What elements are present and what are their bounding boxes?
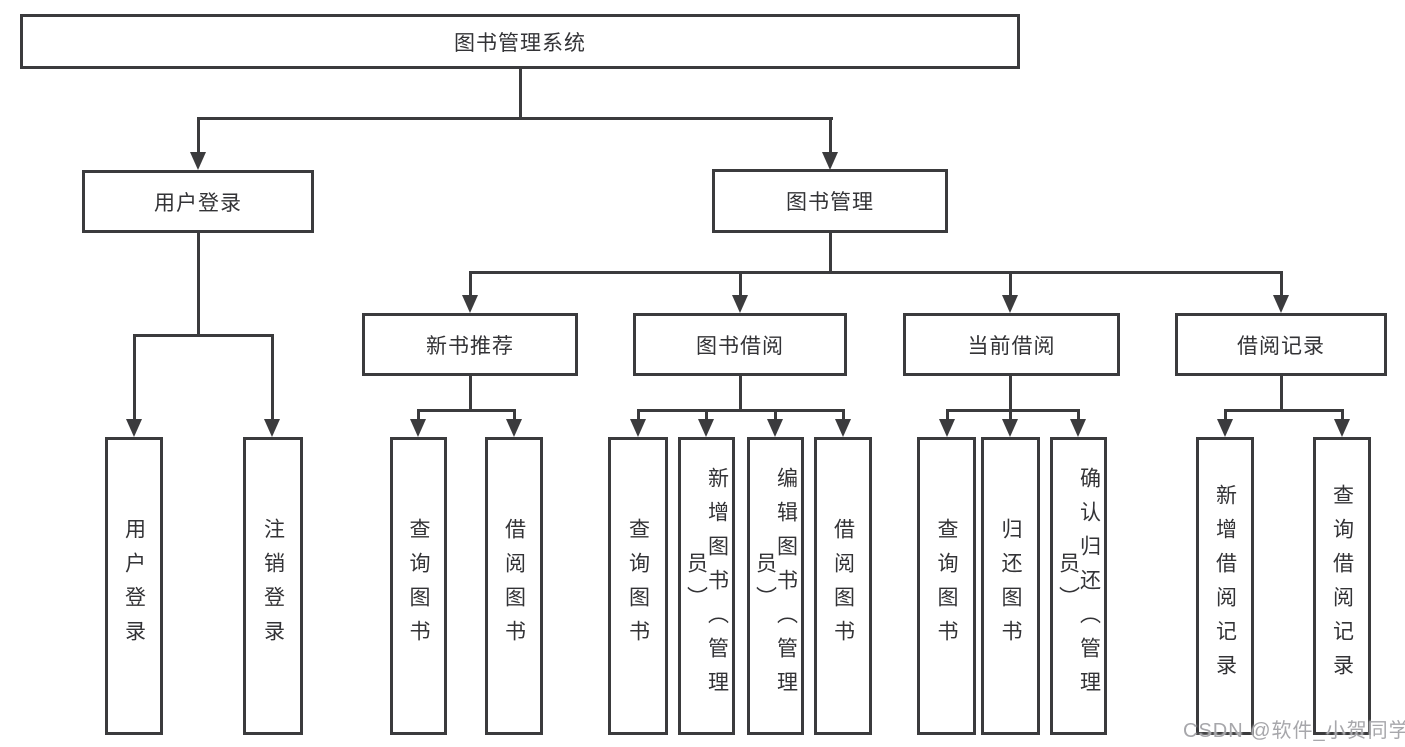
connector-records-stem	[1280, 376, 1283, 412]
arrow-down-icon	[506, 419, 522, 437]
arrow-down-icon	[732, 295, 748, 313]
leaf-borrow-books-borrowing: 借阅图书	[814, 437, 872, 735]
arrow-down-icon	[264, 419, 280, 437]
leaf-query-books-recommend: 查询图书	[390, 437, 447, 735]
leaf-add-books-admin: 新增图书（管理员）	[678, 437, 735, 735]
connector-root-stem	[519, 69, 522, 119]
connector-user-login-branch	[133, 334, 274, 337]
connector-section-drop	[469, 271, 472, 299]
arrow-down-icon	[1002, 295, 1018, 313]
leaf-logout-login: 注销登录	[243, 437, 303, 735]
connector-recommend-branch	[417, 409, 516, 412]
arrow-down-icon	[410, 419, 426, 437]
connector-records-branch	[1224, 409, 1344, 412]
connector-leaf-drop	[1341, 409, 1344, 421]
node-borrowing-records: 借阅记录	[1175, 313, 1387, 376]
connector-leaf-drop	[705, 409, 708, 421]
leaf-add-borrow-record: 新增借阅记录	[1196, 437, 1254, 735]
arrow-down-icon	[190, 152, 206, 170]
leaf-return-books: 归还图书	[981, 437, 1040, 735]
connector-user-login-drop	[197, 117, 200, 155]
node-book-management: 图书管理	[712, 169, 948, 233]
connector-section-drop	[1280, 271, 1283, 299]
leaf-borrow-books-recommend: 借阅图书	[485, 437, 543, 735]
node-library-system: 图书管理系统	[20, 14, 1020, 69]
connector-leaf-drop	[637, 409, 640, 421]
node-current-borrowing: 当前借阅	[903, 313, 1120, 376]
arrow-down-icon	[767, 419, 783, 437]
leaf-confirm-return-admin: 确认归还（管理员）	[1050, 437, 1107, 735]
arrow-down-icon	[835, 419, 851, 437]
arrow-down-icon	[822, 152, 838, 170]
connector-book-mgmt-stem	[829, 233, 832, 274]
arrow-down-icon	[630, 419, 646, 437]
connector-book-mgmt-drop	[829, 117, 832, 155]
leaf-query-borrow-record: 查询借阅记录	[1313, 437, 1371, 735]
arrow-down-icon	[1070, 419, 1086, 437]
leaf-edit-books-admin: 编辑图书（管理员）	[747, 437, 804, 735]
leaf-user-login: 用户登录	[105, 437, 163, 735]
arrow-down-icon	[1273, 295, 1289, 313]
arrow-down-icon	[939, 419, 955, 437]
connector-borrowing-stem	[739, 376, 742, 412]
arrow-down-icon	[1334, 419, 1350, 437]
arrow-down-icon	[1217, 419, 1233, 437]
connector-leaf-drop	[1224, 409, 1227, 421]
connector-leaf-drop	[774, 409, 777, 421]
arrow-down-icon	[698, 419, 714, 437]
connector-section-drop	[739, 271, 742, 299]
node-user-login: 用户登录	[82, 170, 314, 233]
connector-section-drop	[1009, 271, 1012, 299]
connector-recommend-stem	[469, 376, 472, 412]
connector-leaf-drop	[513, 409, 516, 421]
connector-borrowing-branch	[637, 409, 845, 412]
node-new-book-recommend: 新书推荐	[362, 313, 578, 376]
connector-leaf-drop	[1077, 409, 1080, 421]
connector-user-login-stem	[197, 233, 200, 337]
connector-level3-branch	[469, 271, 1283, 274]
connector-leaf-drop	[133, 334, 136, 421]
leaf-query-books-borrowing: 查询图书	[608, 437, 668, 735]
connector-level2-branch	[197, 117, 833, 120]
connector-current-branch	[946, 409, 1080, 412]
connector-leaf-drop	[417, 409, 420, 421]
arrow-down-icon	[462, 295, 478, 313]
watermark: CSDN @软件_小贺同学	[1183, 720, 1405, 742]
arrow-down-icon	[126, 419, 142, 437]
connector-leaf-drop	[271, 334, 274, 421]
arrow-down-icon	[1002, 419, 1018, 437]
connector-leaf-drop	[946, 409, 949, 421]
leaf-query-books-current: 查询图书	[917, 437, 976, 735]
node-book-borrowing: 图书借阅	[633, 313, 847, 376]
connector-current-stem	[1009, 376, 1012, 412]
connector-leaf-drop	[1009, 409, 1012, 421]
connector-leaf-drop	[842, 409, 845, 421]
